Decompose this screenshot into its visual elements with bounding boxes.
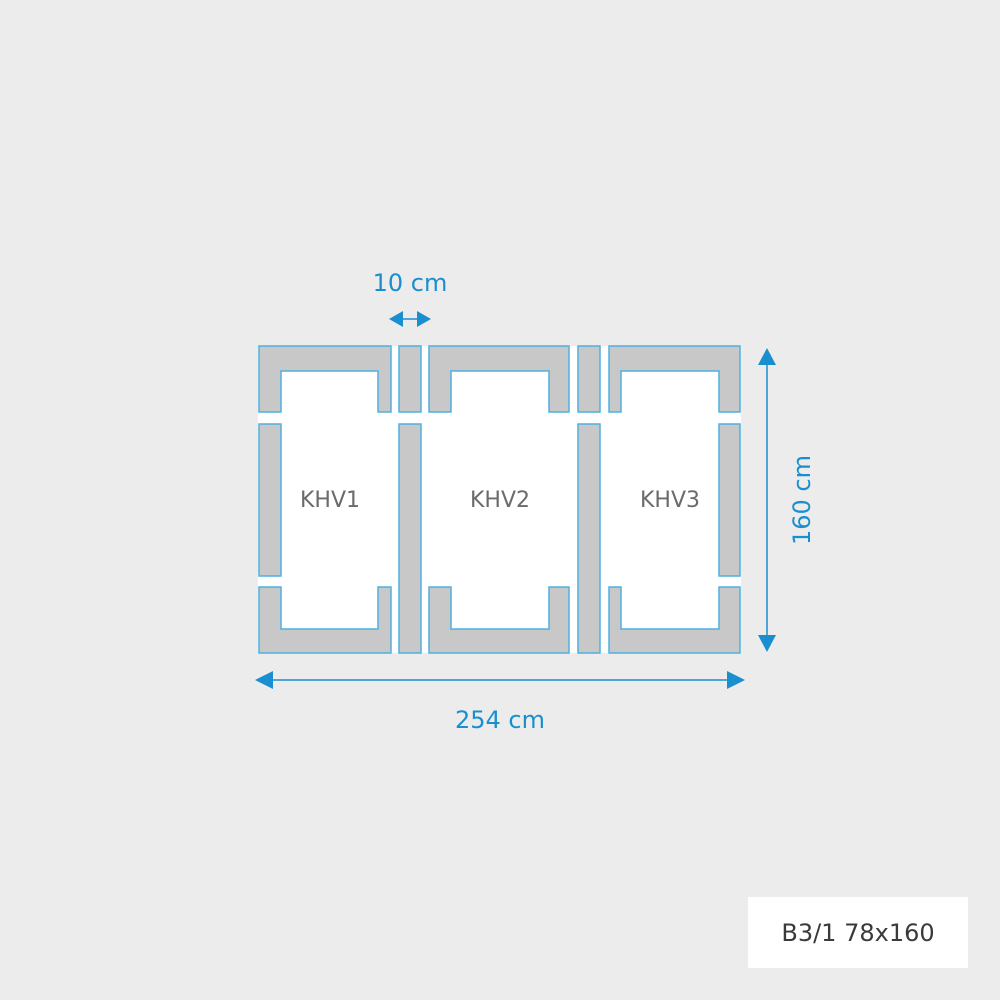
mullion-1 xyxy=(398,345,422,654)
side-flashing-right-3 xyxy=(718,423,741,577)
bottom-flashing-3 xyxy=(608,586,741,654)
width-double-arrow-icon xyxy=(255,671,745,689)
gap-double-arrow-icon xyxy=(389,311,431,327)
window-frame-1 xyxy=(258,345,392,654)
top-flashing-1 xyxy=(258,345,392,413)
window-label-2: KHV2 xyxy=(470,488,530,513)
mullion-lower-1 xyxy=(398,423,422,654)
mullion-top-2 xyxy=(577,345,601,413)
window-frame-2 xyxy=(428,345,570,654)
product-code-text: B3/1 78x160 xyxy=(781,918,935,947)
bottom-flashing-2 xyxy=(428,586,570,654)
width-dimension-label: 254 cm xyxy=(455,706,545,734)
top-flashing-3 xyxy=(608,345,741,413)
bottom-flashing-1 xyxy=(258,586,392,654)
height-double-arrow-icon xyxy=(758,348,776,652)
window-label-3: KHV3 xyxy=(640,488,700,513)
height-dimension-label: 160 cm xyxy=(788,455,816,545)
product-code-label: B3/1 78x160 xyxy=(748,897,968,968)
window-frame-3 xyxy=(608,345,741,654)
mullion-top-1 xyxy=(398,345,422,413)
window-opening-backing xyxy=(258,346,741,653)
mullion-2 xyxy=(577,345,601,654)
top-flashing-2 xyxy=(428,345,570,413)
window-label-1: KHV1 xyxy=(300,488,360,513)
mullion-lower-2 xyxy=(577,423,601,654)
gap-dimension-label: 10 cm xyxy=(373,269,448,297)
side-flashing-left-1 xyxy=(258,423,282,577)
